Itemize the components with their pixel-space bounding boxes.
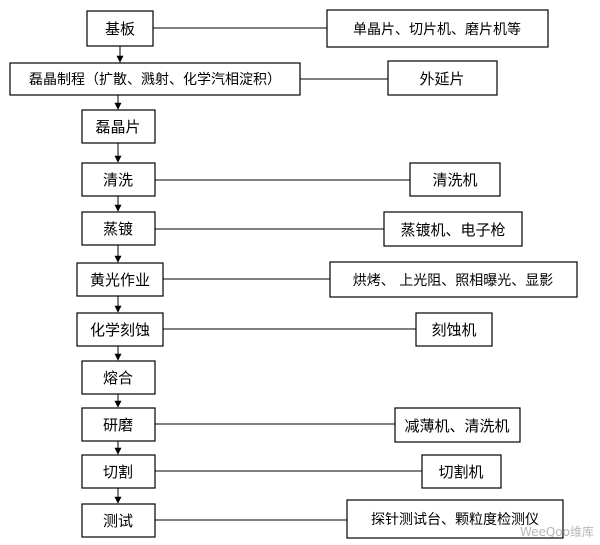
equipment-box-cleaning [409, 162, 501, 197]
process-steps: 基板 磊晶制程（扩散、溅射、化学汽相淀积） 磊晶片 清洗 蒸镀 黄光作业 化学刻… [9, 10, 301, 538]
equipment-box-etching [415, 312, 493, 347]
step-label-photolithography: 黄光作业 [90, 271, 150, 289]
equipment-label-photolithography: 烘烤、 上光阻、照相曝光、显影 [353, 273, 553, 289]
equipment-box-testing [346, 499, 564, 539]
equipment-label-cutting: 切割机 [438, 463, 483, 481]
step-box-substrate [86, 10, 154, 47]
equipment-label-etching: 刻蚀机 [431, 321, 476, 339]
equipment-label-substrate: 单晶片、切片机、磨片机等 [353, 21, 521, 38]
equipment-box-evaporation [383, 211, 523, 247]
equipment-boxes: 单晶片、切片机、磨片机等 外延片 清洗机 蒸镀机、电子枪 烘烤、 上光阻、照相曝… [326, 9, 578, 539]
step-label-grinding: 研磨 [103, 416, 133, 434]
step-label-fusion: 熔合 [103, 369, 133, 387]
equipment-label-grinding: 减薄机、清洗机 [404, 417, 509, 435]
equipment-connectors [153, 27, 422, 521]
watermark-text: WeeQoo维库 [520, 524, 594, 539]
equipment-box-grinding [394, 407, 521, 443]
equipment-label-cleaning: 清洗机 [432, 171, 477, 189]
step-box-epitaxy-process [9, 62, 301, 96]
equipment-label-testing: 探针测试台、颗粒度检测仪 [371, 512, 539, 528]
step-label-epitaxy-process: 磊晶制程（扩散、溅射、化学汽相淀积） [29, 72, 281, 88]
step-label-cleaning: 清洗 [103, 171, 133, 189]
step-label-chemical-etching: 化学刻蚀 [90, 321, 150, 339]
equipment-box-cutting [421, 454, 502, 489]
step-label-cutting: 切割 [103, 463, 133, 481]
step-label-evaporation: 蒸镀 [103, 220, 133, 238]
step-label-testing: 测试 [103, 512, 133, 530]
step-box-fusion [81, 360, 156, 395]
equipment-box-substrate [326, 9, 549, 48]
step-label-epitaxial-wafer: 磊晶片 [95, 118, 140, 136]
equipment-box-epitaxy [387, 60, 498, 96]
step-label-substrate: 基板 [105, 20, 135, 38]
step-box-cutting [81, 454, 156, 489]
equipment-box-photolithography [329, 261, 578, 298]
equipment-label-epitaxy: 外延片 [419, 70, 464, 88]
step-box-chemical-etching [76, 312, 164, 347]
equipment-label-evaporation: 蒸镀机、电子枪 [400, 221, 505, 239]
flow-arrows [114, 46, 124, 504]
step-box-photolithography [76, 262, 164, 297]
